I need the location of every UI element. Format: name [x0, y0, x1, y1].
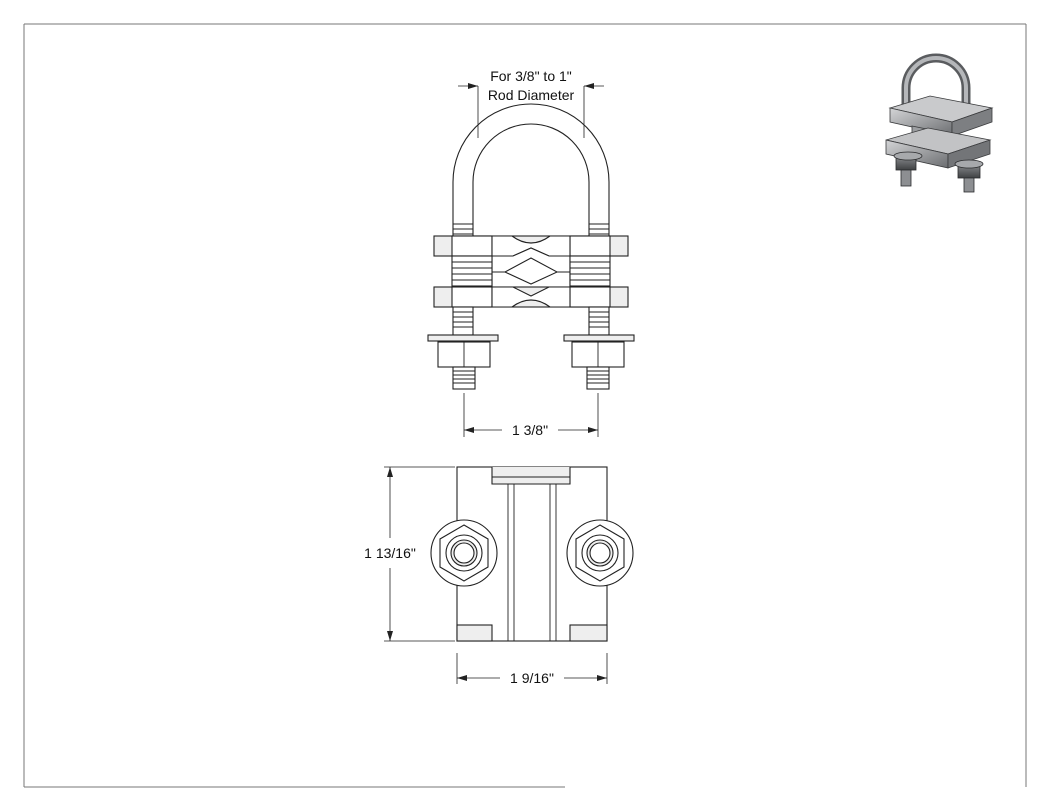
lower-clamp-bar: [433, 286, 629, 308]
isometric-view: [885, 53, 994, 193]
bolt-spacing-label: 1 3/8": [512, 422, 548, 438]
top-notch: [491, 467, 571, 485]
washers: [427, 334, 635, 342]
hex-nuts-front: [437, 341, 625, 368]
bolt-spacing-dimension: [463, 393, 599, 437]
u-bolt: [452, 103, 610, 249]
front-view: For 3/8" to 1" Rod Diameter 1 3/8": [427, 68, 635, 438]
top-view: 1 13/16" 1 9/16": [364, 466, 634, 686]
hex-nut-top-left: [430, 519, 498, 587]
bolt-shafts-lower: [452, 306, 610, 336]
sheet-border: [23, 23, 1027, 788]
rod-diameter-dimension: [458, 83, 604, 138]
bottom-tab-right: [569, 624, 608, 642]
rod-range-label-line1: For 3/8" to 1": [490, 68, 572, 84]
width-label: 1 9/16": [510, 670, 554, 686]
bolt-tails: [452, 366, 610, 390]
hex-nut-top-right: [566, 519, 634, 587]
u-bolt-threads-upper: [453, 223, 609, 240]
rod-range-label-line2: Rod Diameter: [488, 87, 575, 103]
height-dimension: [384, 466, 455, 642]
height-label: 1 13/16": [364, 545, 416, 561]
width-dimension: [456, 653, 608, 684]
bottom-tab-left: [456, 624, 493, 642]
center-channel: [507, 484, 557, 641]
